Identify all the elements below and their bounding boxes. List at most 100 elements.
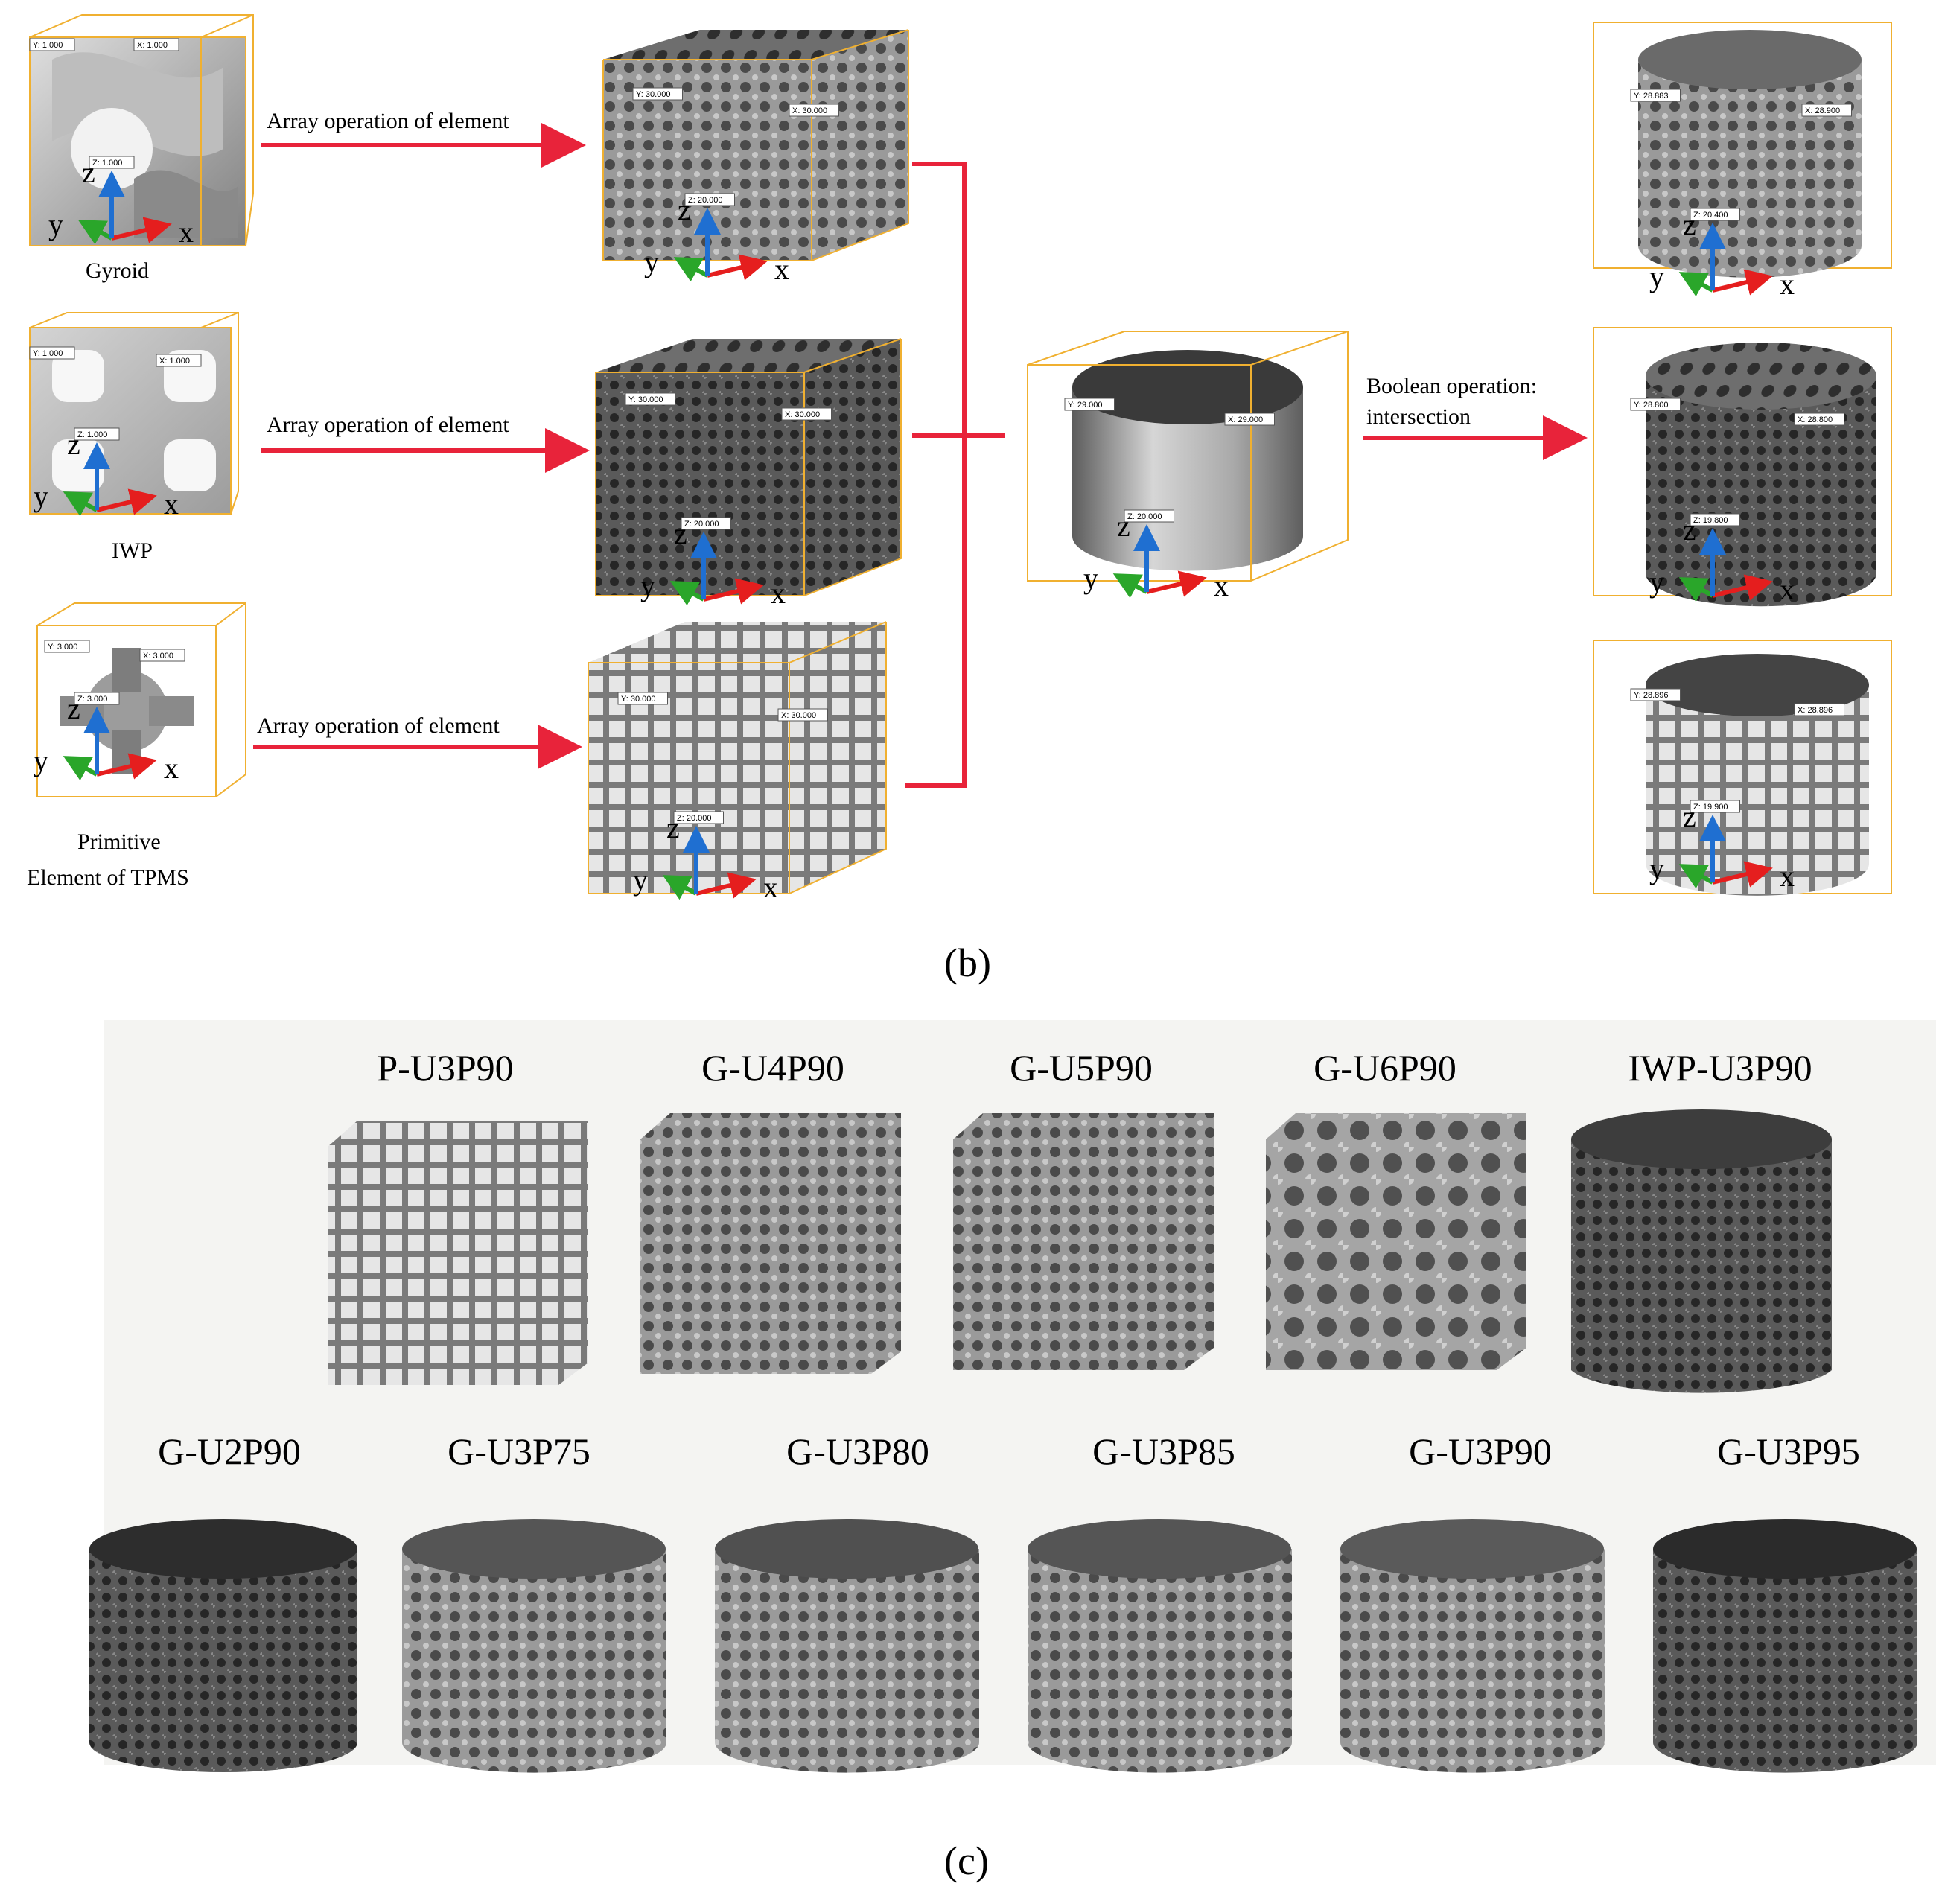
svg-text:X: 28.900: X: 28.900 xyxy=(1805,106,1840,115)
svg-text:Z: 20.400: Z: 20.400 xyxy=(1693,211,1728,220)
axis-label-x: x xyxy=(771,576,786,610)
svg-text:Z: 20.000: Z: 20.000 xyxy=(684,520,719,529)
dim-tag-z-0: Z: 1.000 xyxy=(89,156,135,169)
element-name-primitive: Primitive xyxy=(77,830,161,854)
svg-text:X: 1.000: X: 1.000 xyxy=(137,41,168,50)
axis-label-x: x xyxy=(1780,573,1795,606)
dim-tag-y-1: Y: 1.000 xyxy=(29,346,75,360)
axis-label-x: x xyxy=(179,215,194,249)
dim-tag-y-9: Y: 28.896 xyxy=(1630,688,1681,701)
svg-text:Y: 1.000: Y: 1.000 xyxy=(33,41,63,50)
dim-tag-y-0: Y: 1.000 xyxy=(29,38,75,51)
svg-text:Y: 30.000: Y: 30.000 xyxy=(621,695,656,704)
axis-label-y: y xyxy=(1649,260,1664,293)
dim-tag-z-6: Z: 20.000 xyxy=(1124,509,1174,523)
axis-triad-9: xyz xyxy=(1649,800,1795,893)
element-name-iwp: IWP xyxy=(112,538,153,563)
dim-tag-y-4: Y: 30.000 xyxy=(625,392,675,406)
axis-label-x: x xyxy=(1780,267,1795,301)
iwp-array-block xyxy=(595,338,902,596)
dim-tag-x-1: X: 1.000 xyxy=(156,354,202,367)
axis-label-y: y xyxy=(1649,852,1664,885)
dim-tag-x-6: X: 29.000 xyxy=(1224,413,1275,426)
axis-triad-2: xyz xyxy=(34,692,179,785)
axis-label-y: y xyxy=(34,480,48,513)
dim-tag-x-0: X: 1.000 xyxy=(133,38,179,51)
flow-arrows xyxy=(253,123,1588,769)
svg-text:Y: 1.000: Y: 1.000 xyxy=(33,349,63,358)
axis-label-y: y xyxy=(1083,561,1098,595)
axis-label-y: y xyxy=(48,208,63,241)
axis-label-x: x xyxy=(164,751,179,785)
axis-label-y: y xyxy=(644,245,659,278)
svg-text:Z: 19.800: Z: 19.800 xyxy=(1693,516,1728,525)
gyroid-array-block xyxy=(602,29,909,261)
primitive-array-block xyxy=(588,621,887,894)
svg-text:Y: 29.000: Y: 29.000 xyxy=(1068,401,1103,410)
svg-text:Y: 3.000: Y: 3.000 xyxy=(48,643,77,652)
dim-tag-z-8: Z: 19.800 xyxy=(1690,513,1740,526)
sample-title-g-u6p90: G-U6P90 xyxy=(1314,1047,1456,1089)
sample-row2-graphics xyxy=(89,1519,1917,1773)
dim-tag-z-3: Z: 20.000 xyxy=(684,193,735,206)
dim-tag-x-5: X: 30.000 xyxy=(777,708,828,722)
sample-title-g-u3p95: G-U3P95 xyxy=(1717,1430,1860,1472)
sample-title-g-u3p85: G-U3P85 xyxy=(1092,1430,1235,1472)
svg-text:X: 1.000: X: 1.000 xyxy=(159,357,190,366)
axis-triad-6: xyz xyxy=(1083,509,1229,602)
dim-tag-x-3: X: 30.000 xyxy=(789,104,839,117)
sample-title-g-u3p80: G-U3P80 xyxy=(786,1430,929,1472)
dim-tag-y-7: Y: 28.883 xyxy=(1630,89,1681,102)
svg-text:X: 30.000: X: 30.000 xyxy=(792,106,827,115)
svg-text:Z: 1.000: Z: 1.000 xyxy=(77,430,107,439)
dimension-tags: Z: 1.000 Z: 1.000 Z: 3.000 Z: 20.000 Z: 20.0… xyxy=(29,38,1852,824)
element-name-gyroid: Gyroid xyxy=(86,258,149,283)
array-label-primitive: Array operation of element xyxy=(257,713,500,738)
svg-text:X: 28.896: X: 28.896 xyxy=(1798,706,1833,715)
dim-tag-x-7: X: 28.900 xyxy=(1801,104,1852,117)
result-primitive-cylinder xyxy=(1593,640,1892,896)
sample-title-g-u3p90: G-U3P90 xyxy=(1409,1430,1552,1472)
dim-tag-z-1: Z: 1.000 xyxy=(74,427,120,441)
axis-label-x: x xyxy=(1214,569,1229,602)
svg-text:X: 28.800: X: 28.800 xyxy=(1798,415,1833,424)
svg-text:Z: 1.000: Z: 1.000 xyxy=(92,159,122,168)
sample-row1-graphics xyxy=(328,1109,1832,1393)
axis-label-x: x xyxy=(1780,859,1795,893)
sample-title-iwp-u3p90: IWP-U3P90 xyxy=(1628,1047,1812,1089)
array-label-iwp: Array operation of element xyxy=(267,413,509,437)
svg-text:Z: 20.000: Z: 20.000 xyxy=(677,814,711,823)
axis-label-y: y xyxy=(1649,565,1664,599)
svg-text:Z: 3.000: Z: 3.000 xyxy=(77,695,107,704)
axis-triad-1: xyz xyxy=(34,427,179,520)
sample-title-g-u4p90: G-U4P90 xyxy=(701,1047,844,1089)
svg-text:X: 30.000: X: 30.000 xyxy=(785,410,820,419)
axis-label-x: x xyxy=(763,870,778,904)
axis-label-y: y xyxy=(640,569,655,602)
dim-tag-y-8: Y: 28.800 xyxy=(1630,398,1681,411)
dim-tag-z-2: Z: 3.000 xyxy=(74,692,120,705)
dim-tag-z-5: Z: 20.000 xyxy=(673,811,724,824)
gyroid-element-cell xyxy=(29,14,254,246)
axis-label-y: y xyxy=(34,744,48,777)
dim-tag-x-4: X: 30.000 xyxy=(781,407,832,421)
svg-text:Y: 30.000: Y: 30.000 xyxy=(636,90,671,99)
dim-tag-y-6: Y: 29.000 xyxy=(1064,398,1115,411)
svg-text:X: 29.000: X: 29.000 xyxy=(1228,415,1263,424)
dim-tag-y-5: Y: 30.000 xyxy=(617,692,668,705)
sample-title-p-u3p90: P-U3P90 xyxy=(377,1047,514,1089)
dim-tag-x-9: X: 28.896 xyxy=(1794,703,1844,716)
dim-tag-y-2: Y: 3.000 xyxy=(44,640,90,653)
dim-tag-z-4: Z: 20.000 xyxy=(681,517,731,530)
axis-triad-0: xyz xyxy=(48,156,194,249)
svg-text:X: 30.000: X: 30.000 xyxy=(781,711,816,720)
axis-triad-7: xyz xyxy=(1649,208,1795,301)
svg-text:Y: 28.800: Y: 28.800 xyxy=(1634,401,1669,410)
array-label-gyroid: Array operation of element xyxy=(267,109,509,133)
svg-text:Y: 28.883: Y: 28.883 xyxy=(1634,92,1669,101)
panel-label-c: (c) xyxy=(944,1838,989,1883)
svg-text:Z: 20.000: Z: 20.000 xyxy=(688,196,722,205)
svg-text:Y: 30.000: Y: 30.000 xyxy=(628,395,663,404)
